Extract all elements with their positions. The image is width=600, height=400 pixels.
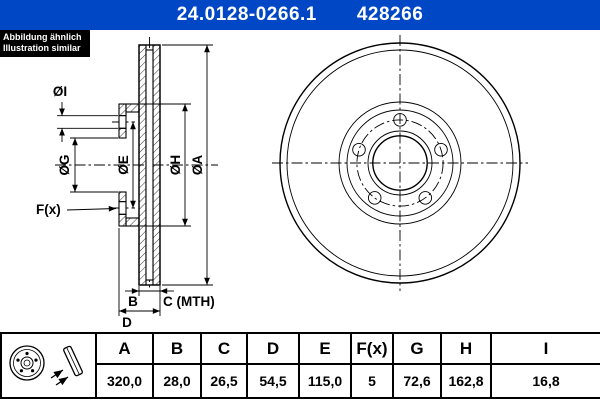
value-d: 54,5 bbox=[246, 363, 300, 399]
dimension-oi: ØI bbox=[53, 84, 118, 142]
dimension-oe: ØE bbox=[116, 121, 136, 208]
hub-step-circle bbox=[367, 130, 433, 196]
value-e: 115,0 bbox=[298, 363, 352, 399]
dimension-b-c: B C (MTH) bbox=[125, 286, 215, 316]
dim-label-d: D bbox=[122, 315, 132, 330]
bolt-hole-top bbox=[118, 115, 127, 129]
bolt-hole-1 bbox=[393, 113, 407, 127]
mounting-direction-icon bbox=[50, 345, 83, 386]
dimension-oh: ØH bbox=[140, 103, 191, 227]
bolt-hole-bottom bbox=[118, 201, 127, 215]
hat-wall-top bbox=[125, 103, 140, 113]
dim-label-f: F(x) bbox=[36, 202, 61, 217]
friction-plate-inner bbox=[152, 44, 161, 286]
value-c: 26,5 bbox=[200, 363, 248, 399]
value-b: 28,0 bbox=[152, 363, 202, 399]
header-g: G bbox=[392, 331, 442, 366]
hat-step-circle bbox=[346, 109, 454, 217]
dimension-f: F(x) bbox=[36, 202, 117, 217]
header-f: F(x) bbox=[350, 331, 394, 366]
bolt-hole-2 bbox=[434, 142, 448, 157]
header-d: D bbox=[246, 331, 300, 366]
note-line-en: Illustration similar bbox=[3, 43, 81, 53]
dim-label-b: B bbox=[128, 294, 138, 309]
value-a: 320,0 bbox=[95, 363, 154, 399]
dimension-og: ØG bbox=[57, 137, 118, 193]
header-h: H bbox=[440, 331, 492, 366]
vent-channel bbox=[145, 49, 154, 281]
header-b: B bbox=[152, 331, 202, 366]
technical-drawing: ØA ØH ØE ØG bbox=[36, 35, 528, 330]
bolt-hole-4 bbox=[367, 191, 382, 205]
value-i: 16,8 bbox=[490, 363, 600, 399]
header-e: E bbox=[298, 331, 352, 366]
value-h: 162,8 bbox=[440, 363, 492, 399]
pictogram-graphics bbox=[9, 345, 83, 386]
flange-seg-4 bbox=[118, 213, 127, 227]
dim-label-oi: ØI bbox=[53, 84, 67, 99]
similar-illustration-note: Abbildung ähnlich Illustration similar bbox=[0, 30, 90, 57]
dimension-oa: ØA bbox=[162, 44, 213, 286]
dimension-d: D bbox=[118, 228, 160, 330]
disc-front-icon bbox=[9, 345, 45, 381]
title-bar: 24.0128-0266.1 428266 bbox=[0, 0, 600, 30]
value-g: 72,6 bbox=[392, 363, 442, 399]
dim-label-oh: ØH bbox=[168, 155, 183, 175]
bolt-circle bbox=[356, 119, 444, 207]
dim-label-c: C (MTH) bbox=[163, 294, 215, 309]
dimension-table: A B C D E F(x) G H I 320,0 28,0 26,5 54,… bbox=[0, 331, 600, 399]
dim-label-oa: ØA bbox=[190, 155, 205, 176]
header-i: I bbox=[490, 331, 600, 366]
value-f: 5 bbox=[350, 363, 394, 399]
flange-seg-3 bbox=[118, 191, 127, 203]
note-line-de: Abbildung ähnlich bbox=[3, 32, 82, 42]
hat-wall-bottom bbox=[125, 217, 140, 227]
header-c: C bbox=[200, 331, 248, 366]
friction-ring-outline bbox=[138, 44, 161, 286]
dim-label-oe: ØE bbox=[116, 155, 131, 175]
reference-number: 428266 bbox=[356, 4, 424, 25]
header-a: A bbox=[95, 331, 154, 366]
center-bore-circle bbox=[372, 135, 428, 191]
outer-diameter-circle bbox=[279, 42, 521, 284]
front-view bbox=[272, 35, 528, 291]
friction-plate-outer bbox=[138, 44, 147, 286]
rim-inner-circle bbox=[286, 49, 514, 277]
part-number: 24.0128-0266.1 bbox=[176, 4, 317, 25]
flange-seg-1 bbox=[118, 103, 127, 117]
dim-label-og: ØG bbox=[57, 154, 72, 175]
bolt-hole-3 bbox=[352, 142, 366, 157]
dimensions: ØA ØH ØE ØG bbox=[36, 44, 215, 330]
hat-circle bbox=[338, 101, 462, 225]
cross-section-view bbox=[55, 37, 218, 290]
flange-seg-2 bbox=[118, 127, 127, 139]
pictogram-cell bbox=[0, 332, 97, 399]
bolt-hole-5 bbox=[418, 191, 433, 205]
